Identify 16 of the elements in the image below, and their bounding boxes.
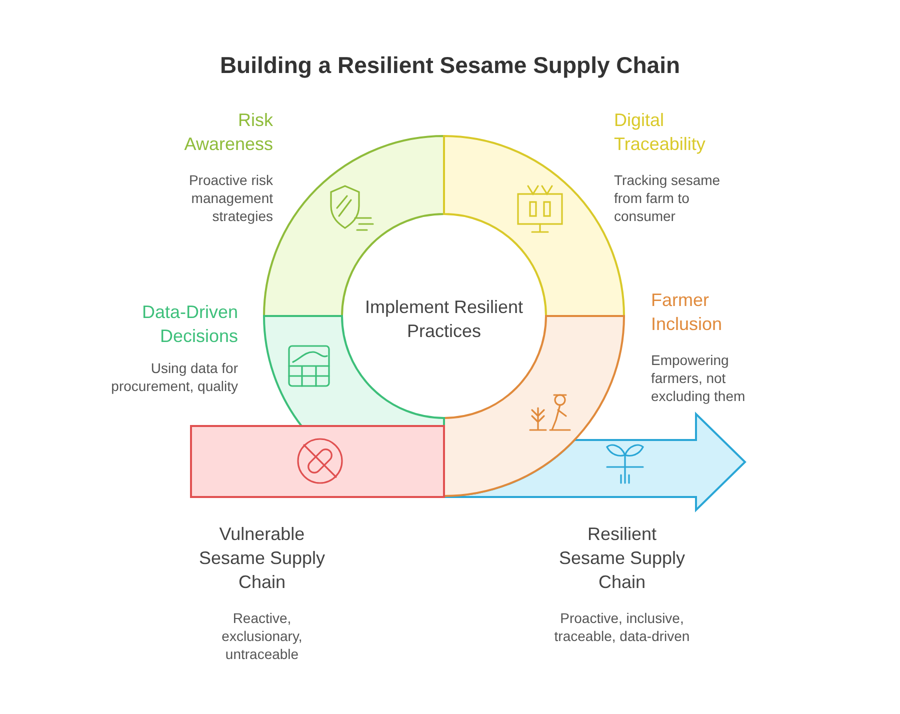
title: Building a Resilient Sesame Supply Chain — [218, 53, 682, 77]
node-heading: Data-Driven Decisions — [140, 301, 238, 348]
node-heading: Digital Traceability — [614, 109, 706, 156]
node-description: Using data for procurement, quality — [110, 359, 238, 395]
process-box — [190, 425, 445, 498]
node-heading: Risk Awareness — [183, 109, 273, 156]
node-heading: Farmer Inclusion — [651, 289, 724, 336]
node-description: Proactive, inclusive, traceable, data-driven — [553, 609, 691, 645]
node-description: Empowering farmers, not excluding them — [651, 351, 746, 405]
center-label: Implement Resilient Practices — [364, 296, 524, 343]
node-description: Proactive risk management strategies — [188, 171, 273, 225]
pointed-banner — [443, 413, 746, 511]
node-description: Tracking sesame from farm to consumer — [614, 171, 722, 225]
node-description: Reactive, exclusionary, untraceable — [220, 609, 304, 663]
node-heading: Resilient Sesame Supply Chain — [558, 523, 686, 594]
node-heading: Vulnerable Sesame Supply Chain — [198, 523, 326, 594]
